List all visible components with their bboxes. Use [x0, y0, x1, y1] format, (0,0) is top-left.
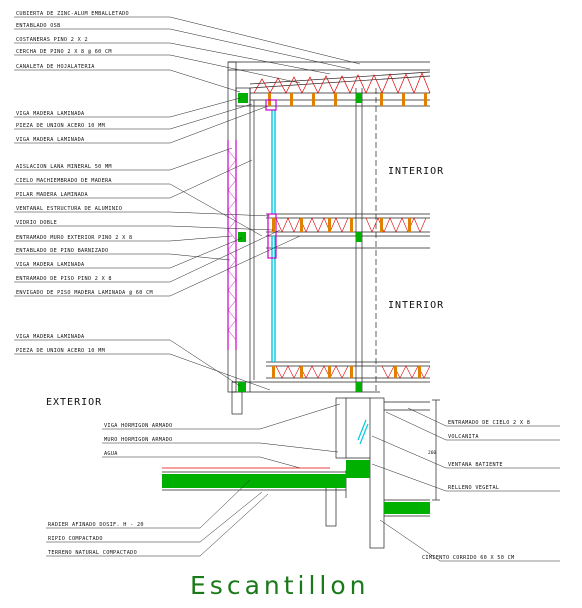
roof-truss	[253, 72, 431, 94]
labels-bottom: VIGA HORMIGON ARMADO MURO HORMIGON ARMAD…	[48, 423, 172, 556]
lower-floor-joists	[275, 365, 431, 379]
leaders-bottom	[46, 403, 341, 557]
room-exterior: EXTERIOR	[46, 397, 102, 408]
label-ripio: RIPIO COMPACTADO	[48, 536, 103, 542]
label-muro-hormigon: MURO HORMIGON ARMADO	[104, 437, 172, 443]
room-interior-lower: INTERIOR	[388, 300, 444, 311]
label-cubierta: CUBIERTA DE ZINC-ALUM EMBALLETADO	[16, 11, 129, 17]
label-viga-hormigon: VIGA HORMIGON ARMADO	[104, 423, 172, 429]
connectors	[238, 93, 362, 392]
label-cielo: CIELO MACHIEMBRADO DE MADERA	[16, 178, 112, 184]
dimension-label: 260	[428, 450, 436, 456]
label-pilar: PILAR MADERA LAMINADA	[16, 192, 88, 198]
mid-floor-joists	[275, 217, 427, 233]
label-relleno: RELLENO VEGETAL	[448, 485, 499, 491]
label-costaneras: COSTANERAS PINO 2 X 2	[16, 37, 88, 43]
labels-right: ENTRAMADO DE CIELO 2 X 8 VOLCANITA VENTA…	[422, 420, 530, 561]
label-cimiento: CIMIENTO CORRIDO 60 X 50 CM	[422, 555, 514, 561]
label-vidrio: VIDRIO DOBLE	[16, 220, 57, 226]
roof-joists	[268, 93, 427, 106]
label-viga-1: VIGA MADERA LAMINADA	[16, 111, 85, 117]
label-pieza-union-1: PIEZA DE UNION ACERO 10 MM	[16, 123, 105, 129]
room-interior-upper: INTERIOR	[388, 166, 444, 177]
ground	[162, 460, 430, 514]
label-entramado-muro: ENTRAMADO MURO EXTERIOR PINO 2 X 8	[16, 235, 132, 241]
label-volcanita: VOLCANITA	[448, 434, 479, 440]
structure	[162, 61, 440, 549]
labels-left: CUBIERTA DE ZINC-ALUM EMBALLETADO ENTABL…	[16, 11, 153, 354]
label-radier: RADIER AFINADO DOSIF. H - 20	[48, 522, 144, 528]
label-ventanal: VENTANAL ESTRUCTURA DE ALUMINIO	[16, 206, 122, 212]
leaders-left	[14, 16, 361, 391]
lower-floor-blocks	[272, 366, 421, 378]
vent-window	[357, 419, 369, 445]
window-frame	[265, 99, 277, 259]
label-viga-3: VIGA MADERA LAMINADA	[16, 262, 85, 268]
label-cercha: CERCHA DE PINO 2 X 8 @ 60 CM	[16, 49, 112, 55]
label-envigado: ENVIGADO DE PISO MADERA LAMINADA @ 60 CM	[16, 290, 153, 296]
mid-floor-blocks	[272, 218, 411, 232]
label-entramado-piso: ENTRAMADO DE PISO PINO 2 X 8	[16, 276, 112, 282]
label-viga-2: VIGA MADERA LAMINADA	[16, 137, 85, 143]
label-terreno: TERRENO NATURAL COMPACTADO	[48, 550, 137, 556]
label-ventana-batiente: VENTANA BATIENTE	[448, 462, 503, 468]
wall-insulation	[227, 149, 237, 341]
label-canaleta: CANALETA DE HOJALATERIA	[16, 64, 95, 70]
label-entramado-cielo: ENTRAMADO DE CIELO 2 X 8	[448, 420, 530, 426]
leaders-right	[371, 407, 560, 562]
window-glass	[271, 110, 276, 362]
label-entablado-pino: ENTABLADO DE PINO BARNIZADO	[16, 248, 108, 254]
label-agua: AGUA	[104, 451, 118, 457]
exterior-wall	[227, 140, 237, 350]
label-viga-4: VIGA MADERA LAMINADA	[16, 334, 85, 340]
label-entablado-osb: ENTABLADO OSB	[16, 23, 61, 29]
label-pieza-union-2: PIEZA DE UNION ACERO 10 MM	[16, 348, 105, 354]
label-aislacion: AISLACION LANA MINERAL 50 MM	[16, 164, 112, 170]
drawing-title: Escantillon	[190, 571, 370, 600]
